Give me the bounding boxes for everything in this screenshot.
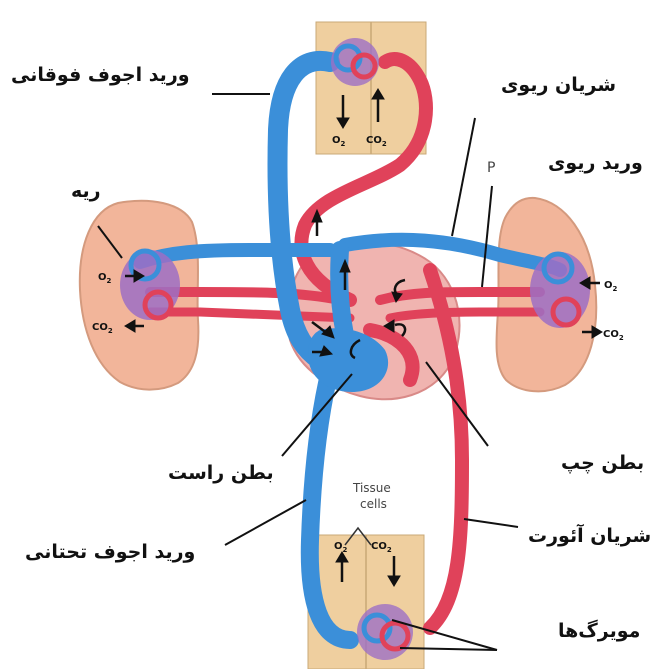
leader-aorta bbox=[464, 519, 518, 527]
label-pulmonary-artery: شریان ریوی bbox=[498, 74, 619, 96]
label-right-ventricle: بطن راست bbox=[165, 462, 277, 484]
label-pulmonary-vein: ورید ریوی bbox=[545, 152, 646, 174]
label-superior-vena-cava: ورید اجوف فوقانی bbox=[8, 64, 193, 86]
tissue-text: Tissue bbox=[352, 481, 391, 495]
right-lung-o2-text: O2 bbox=[604, 280, 618, 293]
label-inferior-vena-cava: ورید اجوف تحتانی bbox=[22, 541, 198, 563]
label-lung: ریه bbox=[68, 180, 104, 202]
leader-pulmonary-artery bbox=[452, 118, 475, 236]
right-lung-co2-text: CO2 bbox=[603, 329, 624, 342]
leader-pulmonary-vein bbox=[482, 186, 492, 287]
lower-tissue-capillaries bbox=[357, 604, 413, 660]
label-aorta: شریان آئورت bbox=[525, 525, 654, 547]
upper-tissue-capillaries bbox=[331, 38, 379, 86]
leader-inferior-vena-cava bbox=[225, 500, 306, 545]
label-capillaries: مویرگ‌ها bbox=[555, 620, 643, 642]
cells-text: cells bbox=[360, 497, 387, 511]
right-lung-capillaries bbox=[530, 252, 590, 328]
stray-p-text: P bbox=[487, 160, 495, 176]
label-left-ventricle: بطن چپ bbox=[558, 452, 647, 474]
left-lung-capillaries bbox=[120, 250, 180, 320]
